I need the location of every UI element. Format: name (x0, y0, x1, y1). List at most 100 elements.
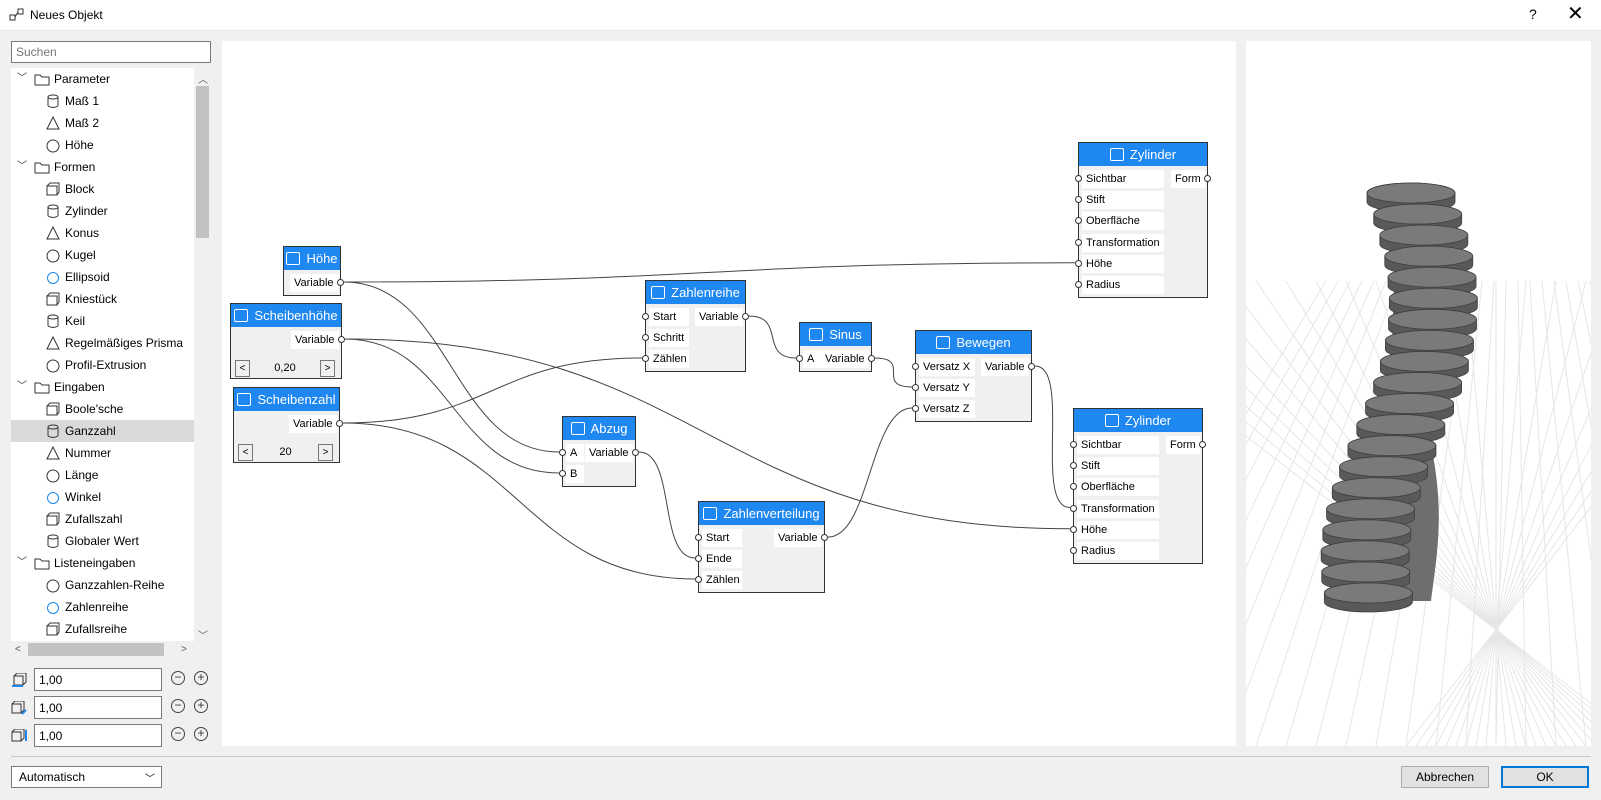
increase-icon[interactable]: + (194, 727, 208, 741)
input-port[interactable] (559, 449, 566, 456)
input-port[interactable] (642, 355, 649, 362)
input-port[interactable] (1075, 259, 1082, 267)
tree-item[interactable]: Konus (11, 222, 194, 244)
input-port[interactable] (1075, 175, 1082, 182)
output-port[interactable] (742, 313, 749, 320)
tree-item[interactable]: Maß 2 (11, 112, 194, 134)
tree-folder[interactable]: ﹀Parameter (11, 68, 194, 90)
input-port[interactable] (559, 470, 566, 477)
ok-button[interactable]: OK (1501, 766, 1589, 788)
input-port[interactable] (1070, 441, 1077, 448)
tree-item[interactable]: Zufallsreihe (11, 618, 194, 640)
input-port[interactable] (642, 334, 649, 341)
tree-item[interactable]: Keil (11, 310, 194, 332)
decrease-icon[interactable]: − (171, 699, 185, 713)
scroll-up-icon[interactable]: ︿ (198, 75, 208, 86)
node-header[interactable]: Scheibenhöhe (231, 304, 341, 327)
tree-folder[interactable]: ﹀Eingaben (11, 376, 194, 398)
input-port[interactable] (1075, 196, 1082, 204)
tree-item[interactable]: Maß 1 (11, 90, 194, 112)
tree-item[interactable]: Zahlenreihe (11, 596, 194, 618)
input-port[interactable] (1070, 504, 1077, 512)
stepper-increment-button[interactable]: > (318, 444, 333, 461)
chevron-down-icon[interactable]: ﹀ (17, 557, 27, 568)
input-port[interactable] (912, 384, 919, 391)
output-port[interactable] (338, 336, 345, 343)
node-header[interactable]: Zylinder (1074, 409, 1202, 432)
node-header[interactable]: Zylinder (1079, 143, 1207, 166)
cancel-button[interactable]: Abbrechen (1401, 766, 1489, 788)
chevron-down-icon[interactable]: ﹀ (17, 381, 27, 392)
scroll-left-icon[interactable]: < (15, 644, 21, 655)
input-port[interactable] (912, 363, 919, 370)
mode-select[interactable]: Automatisch ﹀ (11, 766, 162, 788)
tree-item[interactable]: Profil-Extrusion (11, 354, 194, 376)
tree-item[interactable]: Nummer (11, 442, 194, 464)
node-header[interactable]: Zahlenverteilung (699, 502, 824, 525)
value-stepper[interactable]: <0,20> (235, 360, 337, 380)
output-port[interactable] (1028, 363, 1035, 370)
tree-item[interactable]: Block (11, 178, 194, 200)
output-port[interactable] (337, 279, 344, 286)
search-input[interactable] (11, 41, 211, 63)
tree-item[interactable]: Kugel (11, 244, 194, 266)
input-port[interactable] (695, 534, 702, 541)
output-port[interactable] (821, 534, 828, 541)
output-port[interactable] (1199, 441, 1206, 448)
stepper-decrement-button[interactable]: < (235, 360, 250, 377)
increase-icon[interactable]: + (194, 671, 208, 685)
input-port[interactable] (642, 313, 649, 320)
output-port[interactable] (632, 449, 639, 456)
tree-item[interactable]: Zylinder (11, 200, 194, 222)
input-port[interactable] (695, 555, 702, 562)
node-header[interactable]: Zahlenreihe (646, 281, 745, 304)
input-port[interactable] (912, 405, 919, 412)
tree-vertical-scroll-thumb[interactable] (196, 86, 209, 238)
output-port[interactable] (1204, 175, 1211, 182)
tree-item[interactable]: Regelmäßiges Prisma (11, 332, 194, 354)
scroll-right-icon[interactable]: > (181, 644, 187, 655)
tree-item[interactable]: Länge (11, 464, 194, 486)
dimension-2-field[interactable] (34, 696, 162, 719)
increase-icon[interactable]: + (194, 699, 208, 713)
scroll-down-icon[interactable]: ﹀ (198, 631, 208, 642)
decrease-icon[interactable]: − (171, 727, 185, 741)
3d-preview[interactable] (1246, 41, 1591, 746)
tree-item[interactable]: Ganzzahlen-Reihe (11, 574, 194, 596)
node-header[interactable]: Scheibenzahl (234, 388, 339, 411)
node-header[interactable]: Sinus (800, 323, 871, 346)
tree-item[interactable]: Höhe (11, 134, 194, 156)
input-port[interactable] (1075, 217, 1082, 225)
node-header[interactable]: Bewegen (916, 331, 1031, 354)
output-port[interactable] (336, 420, 343, 427)
tree-item[interactable]: Boole'sche (11, 398, 194, 420)
node-header[interactable]: Abzug (563, 417, 635, 440)
tree-item[interactable]: Ganzzahl (11, 420, 194, 442)
input-port[interactable] (695, 576, 702, 583)
help-button[interactable]: ? (1529, 6, 1537, 22)
input-port[interactable] (1075, 238, 1082, 246)
input-port[interactable] (796, 355, 803, 362)
stepper-decrement-button[interactable]: < (238, 444, 253, 461)
chevron-down-icon[interactable]: ﹀ (17, 73, 27, 84)
dimension-1-field[interactable] (34, 668, 162, 691)
tree-item[interactable]: Ellipsoid (11, 266, 194, 288)
decrease-icon[interactable]: − (171, 671, 185, 685)
chevron-down-icon[interactable]: ﹀ (17, 161, 27, 172)
input-port[interactable] (1070, 462, 1077, 470)
tree-item[interactable]: Zufallszahl (11, 508, 194, 530)
input-port[interactable] (1075, 281, 1082, 288)
tree-horizontal-scroll-thumb[interactable] (28, 643, 164, 656)
tree-folder[interactable]: ﹀Formen (11, 156, 194, 178)
close-button[interactable]: ✕ (1567, 3, 1584, 25)
